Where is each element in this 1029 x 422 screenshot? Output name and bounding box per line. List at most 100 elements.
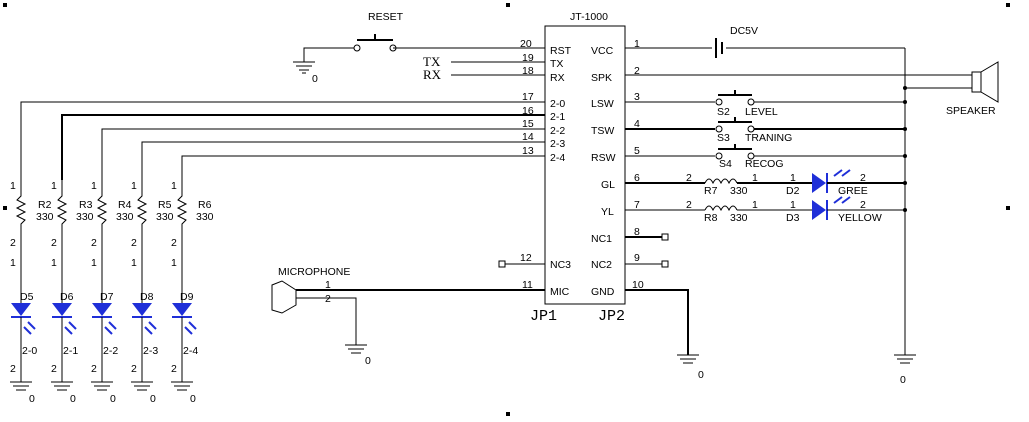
ground-label: 0	[312, 73, 318, 85]
d3-pin2: 2	[860, 199, 866, 211]
pin-num-7: 7	[634, 199, 640, 211]
r4-value: 330	[116, 211, 134, 223]
pin-label-spk: SPK	[591, 72, 612, 84]
ground-d5: 0	[29, 393, 35, 405]
d6-pin1: 1	[51, 257, 57, 269]
d8-pin2: 2	[131, 363, 137, 375]
s3-ref: S3	[717, 132, 730, 144]
d7-pin2: 2	[91, 363, 97, 375]
r3-pin1: 1	[51, 180, 57, 192]
d7-pin1: 1	[91, 257, 97, 269]
ic-jp1-label: JP1	[530, 308, 557, 325]
d7-ref: D7	[100, 291, 114, 303]
d5-net: 2-0	[22, 345, 37, 357]
led-column-3: 1 R5 330 2 1 D8 2-3 2 0	[131, 180, 174, 405]
sheet-corner-marks	[3, 3, 1010, 416]
speaker: SPEAKER	[625, 61, 999, 117]
pin-label-rst: RST	[550, 45, 572, 57]
pin-num-10: 10	[632, 279, 644, 291]
pin-label-nc2: NC2	[591, 259, 612, 271]
d2-pin2: 2	[860, 172, 866, 184]
pin-label-2-0: 2-0	[550, 98, 565, 110]
d9-pin2: 2	[171, 363, 177, 375]
nc2-terminal	[661, 260, 669, 268]
pin-label-2-3: 2-3	[550, 138, 565, 150]
speaker-icon	[971, 71, 982, 93]
d5-ref: D5	[20, 291, 34, 303]
ic-name: JT-1000	[570, 11, 608, 23]
r5-pin2: 2	[131, 237, 137, 249]
r5-pin1: 1	[131, 180, 137, 192]
r8-value: 330	[730, 212, 748, 224]
pin-label-yl: YL	[601, 206, 614, 218]
s2-name: LEVEL	[745, 106, 778, 118]
r4-pin1: 1	[91, 180, 97, 192]
pin-label-2-1: 2-1	[550, 111, 565, 123]
tx-label: TX	[423, 54, 441, 69]
pin-num-13: 13	[522, 145, 534, 157]
ic-body	[544, 25, 626, 305]
led-bus-wires	[20, 101, 545, 180]
d9-ref: D9	[180, 291, 194, 303]
pin-label-rx: RX	[550, 72, 565, 84]
pin-num-20: 20	[520, 38, 532, 50]
d3-pin1: 1	[790, 199, 796, 211]
ground-d9: 0	[190, 393, 196, 405]
ground-d6: 0	[70, 393, 76, 405]
pin-num-16: 16	[522, 105, 534, 117]
r7-pin2: 2	[686, 172, 692, 184]
microphone-icon	[271, 280, 297, 314]
s3-name: TRANING	[745, 132, 792, 144]
pin-num-4: 4	[634, 118, 640, 130]
pin-label-gl: GL	[601, 179, 615, 191]
pin-label-gnd: GND	[591, 286, 615, 298]
pin-num-15: 15	[522, 118, 534, 130]
led-column-0: 1 R2 330 2 1 D5 2-0 2 0	[10, 180, 54, 405]
pin-num-6: 6	[634, 172, 640, 184]
r8-pin1: 1	[752, 199, 758, 211]
r6-pin1: 1	[171, 180, 177, 192]
pin-num-14: 14	[522, 131, 534, 143]
r5-ref: R5	[158, 199, 172, 211]
d5-pin1: 1	[10, 257, 16, 269]
ground-reset: 0	[293, 61, 318, 85]
d9-net: 2-4	[183, 345, 198, 357]
led-column-4: 1 R6 330 2 1 D9 2-4 2 0	[171, 180, 214, 405]
led-d6-icon	[52, 303, 72, 316]
pin-num-1: 1	[634, 38, 640, 50]
pin-label-tx: TX	[550, 58, 563, 70]
r2-pin1: 1	[10, 180, 16, 192]
led-d7-icon	[92, 303, 112, 316]
d2-pin1: 1	[790, 172, 796, 184]
d8-net: 2-3	[143, 345, 158, 357]
ground-mic: 0	[365, 355, 371, 367]
switch-s2: S2 LEVEL	[625, 90, 907, 118]
microphone-label: MICROPHONE	[278, 266, 350, 278]
pin-num-9: 9	[634, 252, 640, 264]
pin-label-nc3: NC3	[550, 259, 571, 271]
ic-left-pins: 20 RST 19 TX 18 RX 17 2-0 16 2-1 15 2-2 …	[520, 38, 572, 298]
r2-value: 330	[36, 211, 54, 223]
power-label: DC5V	[730, 25, 758, 37]
pin-label-nc1: NC1	[591, 233, 612, 245]
d9-pin1: 1	[171, 257, 177, 269]
power-supply: DC5V 0	[625, 25, 916, 386]
ic-jp2-label: JP2	[598, 308, 625, 325]
rx-label: RX	[423, 67, 442, 82]
r6-pin2: 2	[171, 237, 177, 249]
pin-num-5: 5	[634, 145, 640, 157]
r2-ref: R2	[38, 199, 52, 211]
d2-ref: D2	[786, 185, 800, 197]
s4-name: RECOG	[745, 158, 784, 170]
pin-label-vcc: VCC	[591, 45, 614, 57]
ic-right-pins: VCC 1 SPK 2 LSW 3 TSW 4 RSW 5 GL 6 YL 7 …	[591, 38, 644, 298]
pin-label-lsw: LSW	[591, 98, 614, 110]
pin-num-11: 11	[522, 279, 533, 291]
r6-value: 330	[196, 211, 214, 223]
r7-pin1: 1	[752, 172, 758, 184]
r3-pin2: 2	[51, 237, 57, 249]
pin-label-rsw: RSW	[591, 152, 616, 164]
pin-label-2-4: 2-4	[550, 152, 565, 164]
pin-num-2: 2	[634, 65, 640, 77]
